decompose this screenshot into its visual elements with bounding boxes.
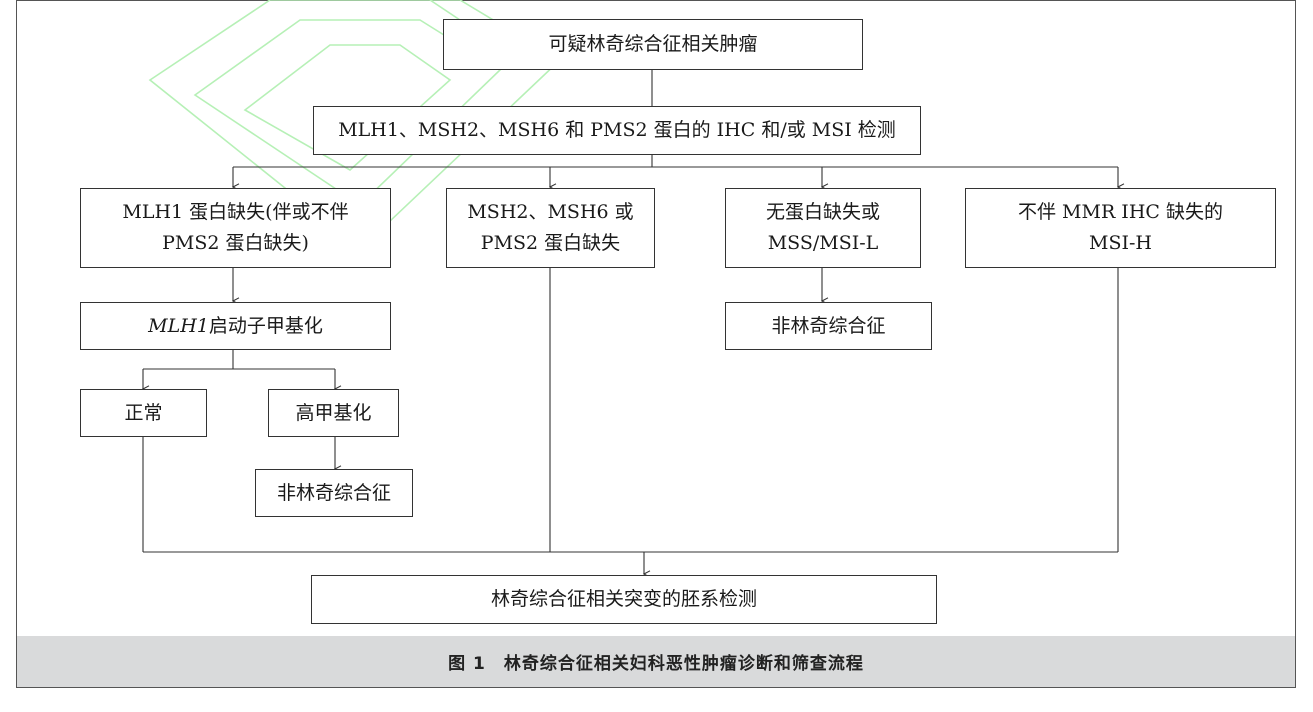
caption-bar: 图 1 林奇综合征相关妇科恶性肿瘤诊断和筛查流程 (17, 636, 1295, 687)
node-suspect-tumor: 可疑林奇综合征相关肿瘤 (443, 19, 863, 70)
node-msh-pms2-loss: MSH2、MSH6 或 PMS2 蛋白缺失 (446, 188, 655, 268)
node-normal: 正常 (80, 389, 207, 437)
node-hypermethylation: 高甲基化 (268, 389, 399, 437)
node-mlh1-loss: MLH1 蛋白缺失(伴或不伴 PMS2 蛋白缺失) (80, 188, 391, 268)
node-non-lynch-right: 非林奇综合征 (725, 302, 932, 350)
node-no-loss-mss: 无蛋白缺失或 MSS/MSI-L (725, 188, 921, 268)
node-msi-h: 不伴 MMR IHC 缺失的 MSI-H (965, 188, 1276, 268)
node-ihc-msi-test: MLH1、MSH2、MSH6 和 PMS2 蛋白的 IHC 和/或 MSI 检测 (313, 106, 921, 155)
figure-caption: 图 1 林奇综合征相关妇科恶性肿瘤诊断和筛查流程 (448, 654, 864, 674)
mlh1-gene-label: MLH1 (148, 314, 209, 337)
node-mlh1-methylation: MLH1 启动子甲基化 (80, 302, 391, 350)
methylation-label: 启动子甲基化 (208, 314, 323, 337)
node-germline-test: 林奇综合征相关突变的胚系检测 (311, 575, 937, 624)
node-non-lynch-left: 非林奇综合征 (255, 469, 413, 517)
